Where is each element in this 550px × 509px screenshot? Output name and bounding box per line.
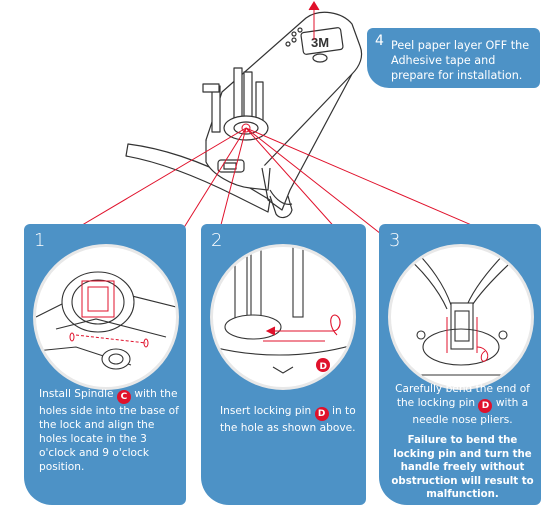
logo-text: 3M: [311, 35, 329, 50]
part-d-badge: D: [314, 407, 329, 421]
step-1-text-before: Install Spindle: [39, 388, 114, 400]
step-4-text: Peel paper layer OFF the Adhesive tape a…: [391, 39, 530, 82]
step-4-number: 4: [375, 33, 384, 49]
step-1-panel: 1 Install Spindle C with the hole: [24, 224, 186, 505]
step-2-text-after: in to the hole as shown above.: [220, 405, 356, 434]
step-3-text: Carefully bend the end of the locking pi…: [390, 382, 535, 427]
part-c-badge: C: [116, 390, 131, 404]
step-2-text: Insert locking pin D in to the hole as s…: [220, 404, 360, 435]
part-d-callout: D: [320, 362, 327, 372]
locking-pin-detail: D: [213, 247, 353, 374]
step-1-text-after: with the holes side into the base of the…: [39, 388, 179, 473]
pliers-detail: [391, 247, 531, 376]
step-3-text-after: with a needle nose pliers.: [412, 397, 529, 426]
step-1-text: Install Spindle C with the holes side in…: [39, 387, 179, 474]
step-1-number: 1: [34, 230, 46, 251]
step-3-text-before: Carefully bend the end of the locking pi…: [395, 383, 530, 409]
malfunction-warning: Failure to bend the locking pin and turn…: [391, 435, 534, 501]
step-2-panel: 2 D Insert locking pin D in to the hol: [201, 224, 366, 505]
step-2-number: 2: [211, 230, 223, 251]
step-3-panel: 3 Carefully bend the end of the: [379, 224, 541, 505]
step-3-number: 3: [389, 230, 401, 251]
step-2-detail-circle: D: [210, 244, 356, 390]
step-3-detail-circle: [388, 244, 534, 390]
part-d-badge-step3: D: [478, 399, 493, 413]
spindle-base-detail: [36, 271, 176, 370]
step-2-text-before: Insert locking pin: [220, 405, 312, 417]
step-1-detail-circle: [33, 244, 179, 390]
step-4-box: 4 Peel paper layer OFF the Adhesive tape…: [367, 28, 540, 88]
